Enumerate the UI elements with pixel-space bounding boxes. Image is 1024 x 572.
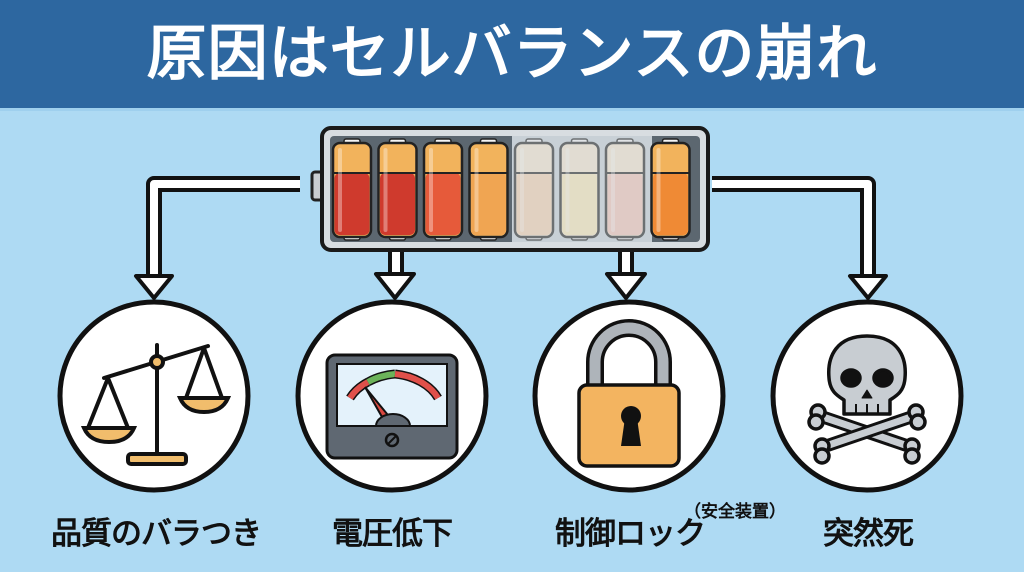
circle-voltmeter	[295, 299, 489, 493]
outcome-note-safety: （安全装置）	[684, 502, 786, 522]
header-banner	[0, 0, 1024, 111]
arrow-inner-right	[605, 250, 647, 300]
outcome-label-voltage: 電圧低下	[332, 516, 453, 552]
circle-skull	[770, 299, 964, 493]
padlock-icon	[577, 319, 681, 468]
outcome-label-quality: 品質のバラつき	[51, 516, 262, 552]
battery-cell	[422, 138, 464, 241]
battery-pack	[310, 126, 710, 252]
voltmeter-icon	[325, 353, 459, 460]
battery-cell	[559, 138, 600, 241]
battery-cell	[513, 138, 555, 241]
battery-cell	[650, 138, 691, 241]
scale-icon	[80, 343, 232, 466]
circle-scale	[57, 299, 251, 493]
arrow-left-outer	[134, 176, 300, 300]
arrow-inner-left	[374, 250, 416, 300]
skull-crossbones-icon	[807, 334, 927, 465]
arrow-right-outer	[712, 176, 888, 300]
battery-cell	[377, 138, 418, 241]
outcome-label-sudden-death: 突然死	[823, 516, 914, 552]
battery-cell	[604, 138, 646, 241]
outcome-label-lock: 制御ロック	[555, 516, 706, 552]
battery-cell	[468, 138, 509, 241]
page-title: 原因はセルバランスの崩れ	[146, 19, 878, 89]
circle-padlock	[532, 299, 726, 493]
battery-cell	[331, 138, 373, 241]
